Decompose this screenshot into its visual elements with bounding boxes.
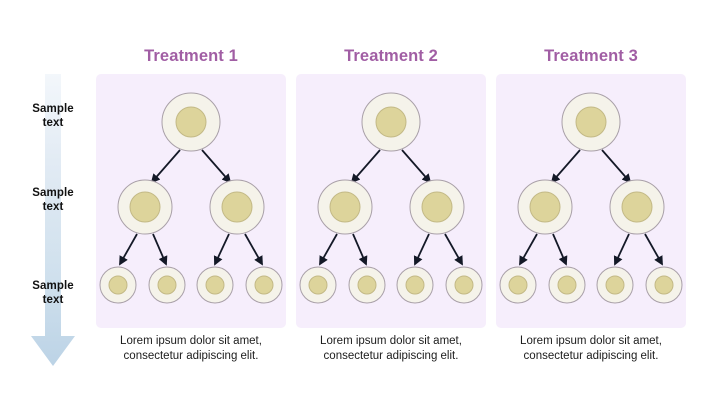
panel-caption-2-line1: Lorem ipsum dolor sit amet,: [320, 335, 462, 347]
panel-caption-1-line1: Lorem ipsum dolor sit amet,: [120, 335, 262, 347]
cell-level-3: [596, 266, 634, 304]
cell-level-1: [361, 92, 421, 152]
division-arrow: [613, 233, 630, 266]
division-arrow: [601, 149, 632, 184]
division-arrow: [244, 233, 263, 266]
cell-level-2: [409, 179, 465, 235]
stage-label-2-line2: text: [42, 200, 64, 213]
cell-level-1: [561, 92, 621, 152]
division-arrow: [213, 233, 230, 266]
cell-level-3: [445, 266, 483, 304]
division-arrow: [444, 233, 463, 266]
division-arrow: [401, 149, 432, 184]
cell-lineage-tree-3: [499, 92, 683, 304]
stage-label-2-line1: Sample: [32, 187, 74, 199]
cell-lineage-tree-2: [299, 92, 483, 304]
cell-level-3: [299, 266, 337, 304]
cell-level-3: [99, 266, 137, 304]
stage-label-1-line1: Sample: [32, 103, 74, 115]
cell-level-2: [317, 179, 373, 235]
cell-level-3: [548, 266, 586, 304]
cell-level-2: [209, 179, 265, 235]
division-arrow: [152, 233, 168, 266]
gradient-down-arrow-icon: [31, 74, 75, 366]
division-arrow: [350, 149, 381, 184]
division-arrow: [519, 233, 538, 266]
stage-label-3-line2: text: [42, 293, 64, 306]
cell-level-3: [148, 266, 186, 304]
panel-caption-1-line2: consectetur adipiscing elit.: [123, 350, 259, 362]
treatment-panel-1: [96, 74, 286, 328]
panel-caption-1: Lorem ipsum dolor sit amet, consectetur …: [91, 334, 291, 364]
cell-level-2: [517, 179, 573, 235]
division-arrow: [550, 149, 581, 184]
panel-title-treatment-3: Treatment 3: [544, 47, 638, 65]
panel-title-treatment-2: Treatment 2: [344, 47, 438, 65]
treatment-panel-3: [496, 74, 686, 328]
treatment-panel-2: [296, 74, 486, 328]
panel-caption-3: Lorem ipsum dolor sit amet, consectetur …: [491, 334, 691, 364]
division-arrow: [552, 233, 568, 266]
division-arrow: [150, 149, 181, 184]
division-arrow: [201, 149, 232, 184]
stage-label-1: Sample text: [12, 103, 94, 130]
cell-level-2: [117, 179, 173, 235]
panel-title-treatment-1: Treatment 1: [144, 47, 238, 65]
division-arrow: [119, 233, 138, 266]
cell-level-3: [499, 266, 537, 304]
panel-caption-3-line2: consectetur adipiscing elit.: [523, 350, 659, 362]
cell-level-3: [245, 266, 283, 304]
stage-label-3-line1: Sample: [32, 280, 74, 292]
cell-lineage-tree-1: [99, 92, 283, 304]
panel-caption-2: Lorem ipsum dolor sit amet, consectetur …: [291, 334, 491, 364]
cell-level-3: [645, 266, 683, 304]
cell-level-3: [396, 266, 434, 304]
cell-level-2: [609, 179, 665, 235]
stage-label-2: Sample text: [12, 187, 94, 214]
division-arrow: [413, 233, 430, 266]
stage-label-3: Sample text: [12, 280, 94, 307]
stage-axis: Sample text Sample text Sample text: [12, 74, 94, 374]
division-arrow: [644, 233, 663, 266]
cell-level-1: [161, 92, 221, 152]
division-arrow: [352, 233, 368, 266]
cell-level-3: [196, 266, 234, 304]
division-arrow: [319, 233, 338, 266]
panel-caption-3-line1: Lorem ipsum dolor sit amet,: [520, 335, 662, 347]
cell-level-3: [348, 266, 386, 304]
stage-label-1-line2: text: [42, 116, 64, 129]
panel-caption-2-line2: consectetur adipiscing elit.: [323, 350, 459, 362]
